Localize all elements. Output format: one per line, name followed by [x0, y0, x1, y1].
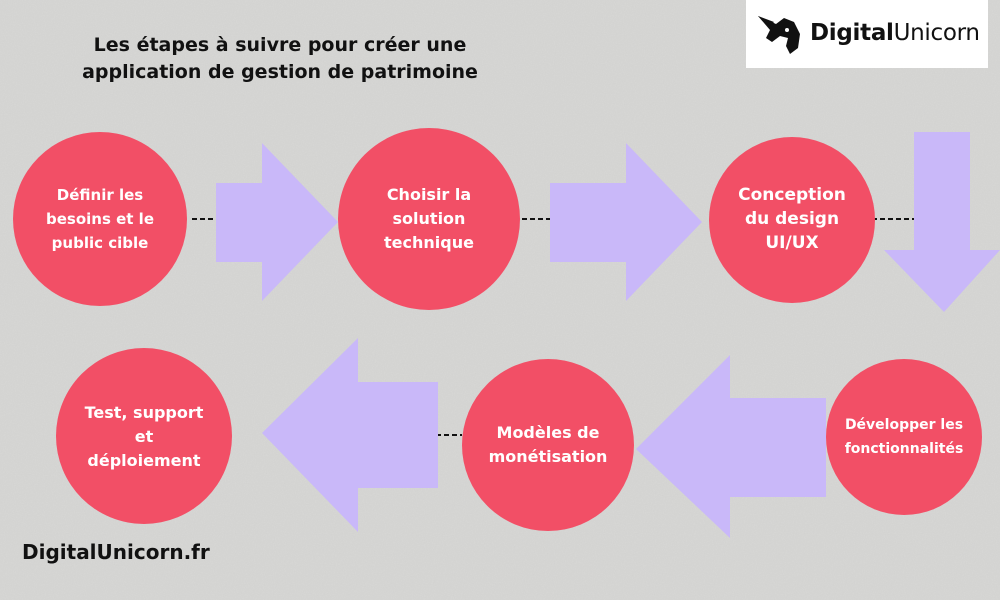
page-title: Les étapes à suivre pour créer une appli… — [40, 32, 520, 86]
step-label-5: Modèles de monétisation — [488, 423, 608, 466]
arrow-left-2 — [262, 338, 438, 532]
step-circles — [13, 128, 982, 531]
footer-site-link: DigitalUnicorn.fr — [22, 540, 210, 564]
step-circle-5 — [462, 359, 634, 531]
arrow-right-2 — [550, 143, 702, 301]
step-label-6: Test, support et déploiement — [84, 403, 204, 470]
step-label-2: Choisir la solution technique — [384, 185, 474, 252]
brand-name-regular: Unicorn — [893, 20, 980, 46]
step-label-3: Conception du design UI/UX — [738, 185, 846, 253]
step-circle-3 — [709, 137, 875, 303]
arrows — [216, 132, 1000, 538]
step-label-1: Définir les besoins et le public cible — [46, 186, 154, 252]
title-line-2: application de gestion de patrimoine — [82, 61, 478, 83]
title-line-1: Les étapes à suivre pour créer une — [93, 34, 467, 56]
arrow-down — [884, 132, 1000, 312]
unicorn-head-icon — [758, 16, 800, 54]
brand-name: DigitalUnicorn — [810, 20, 980, 46]
step-circle-6 — [56, 348, 232, 524]
step-circle-4 — [826, 359, 982, 515]
arrow-left-1 — [636, 355, 826, 538]
step-circle-1 — [13, 132, 187, 306]
brand-logo: DigitalUnicorn — [746, 0, 988, 68]
step-circle-2 — [338, 128, 520, 310]
arrow-right-1 — [216, 143, 338, 301]
brand-name-bold: Digital — [810, 20, 894, 46]
step-label-4: Développer les fonctionnalités — [844, 417, 964, 457]
